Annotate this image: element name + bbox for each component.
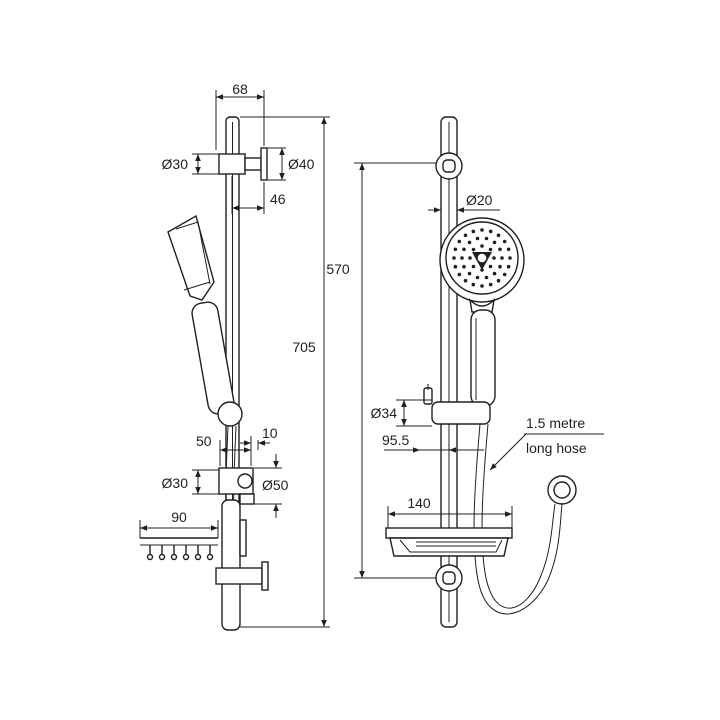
side-soap-dish <box>140 537 218 561</box>
dim-dia30-top: Ø30 <box>162 153 219 175</box>
dim-dia50: Ø50 <box>254 454 289 518</box>
label-hose-line2: long hose <box>526 440 587 456</box>
spray-nozzle <box>471 229 476 234</box>
hose-callout: 1.5 metre long hose <box>489 415 604 471</box>
dim-dia34: Ø34 <box>371 399 432 427</box>
label-68: 68 <box>232 81 248 97</box>
spray-nozzle <box>463 233 468 238</box>
spray-nozzle <box>488 229 493 234</box>
dim-50: 50 <box>196 433 252 466</box>
spray-nozzles <box>452 228 512 288</box>
spray-nozzle <box>467 271 472 276</box>
spray-nozzle <box>471 282 476 287</box>
side-view: 68 Ø30 Ø40 46 705 <box>139 81 330 631</box>
label-705: 705 <box>292 339 316 355</box>
spray-nozzle <box>492 240 497 245</box>
spray-nozzle <box>480 228 484 232</box>
spray-nozzle <box>453 264 458 269</box>
label-95-5: 95.5 <box>382 432 409 448</box>
label-dia40: Ø40 <box>288 156 315 172</box>
spray-nozzle <box>500 256 504 260</box>
front-bottom-bracket <box>435 564 463 592</box>
dim-68: 68 <box>215 81 265 150</box>
label-dia20: Ø20 <box>466 192 493 208</box>
front-soap-tray <box>385 527 513 557</box>
front-slider <box>423 384 491 425</box>
side-slider <box>218 467 255 505</box>
spray-nozzle <box>471 247 476 252</box>
spray-nozzle <box>467 240 472 245</box>
spray-nozzle <box>488 282 493 287</box>
spray-nozzle <box>457 272 462 277</box>
spray-nozzle <box>457 239 462 244</box>
side-lower-outlet <box>215 499 269 631</box>
label-90: 90 <box>171 509 187 525</box>
front-top-bracket <box>435 152 463 180</box>
label-50: 50 <box>196 433 212 449</box>
dim-570: 570 <box>326 162 436 579</box>
label-hose-line1: 1.5 metre <box>526 415 585 431</box>
label-dia30-lower: Ø30 <box>162 475 189 491</box>
front-hose <box>473 423 563 615</box>
spray-nozzle <box>498 247 502 252</box>
spray-nozzle <box>475 236 480 241</box>
dim-90: 90 <box>139 509 219 538</box>
side-handset <box>167 214 243 427</box>
spray-nozzle <box>484 275 489 280</box>
dim-dia40: Ø40 <box>267 147 315 181</box>
spray-nozzle <box>496 233 501 238</box>
dim-46: 46 <box>231 176 286 214</box>
spray-nozzle <box>462 247 466 252</box>
dim-140: 140 <box>387 495 513 528</box>
label-dia34: Ø34 <box>371 405 398 421</box>
spray-nozzle <box>492 271 497 276</box>
label-dia50: Ø50 <box>262 477 289 493</box>
front-handset <box>439 217 525 407</box>
spray-nozzle <box>488 264 493 269</box>
label-dia30-top: Ø30 <box>162 156 189 172</box>
spray-nozzle <box>475 275 480 280</box>
spray-nozzle <box>502 239 507 244</box>
dim-705: 705 <box>240 116 330 628</box>
front-wall-outlet <box>547 475 577 505</box>
spray-nozzle <box>508 256 512 260</box>
spray-nozzle <box>460 256 464 260</box>
spray-nozzle <box>498 264 502 269</box>
spray-nozzle <box>506 247 511 252</box>
spray-nozzle <box>468 256 472 260</box>
label-140: 140 <box>407 495 431 511</box>
spray-nozzle <box>463 278 468 283</box>
spray-nozzle <box>506 264 511 269</box>
label-10: 10 <box>262 425 278 441</box>
dim-95-5: 95.5 <box>382 432 484 453</box>
dim-10: 10 <box>240 425 278 450</box>
spray-nozzle <box>452 256 456 260</box>
spray-nozzle <box>462 264 466 269</box>
side-top-bracket <box>218 147 268 181</box>
spray-nozzle <box>471 264 476 269</box>
spray-nozzle <box>480 244 484 248</box>
label-46: 46 <box>270 191 286 207</box>
spray-nozzle <box>492 256 496 260</box>
spray-nozzle <box>502 272 507 277</box>
front-view: 570 Ø20 Ø34 95.5 1.5 metre long hose <box>326 116 604 628</box>
spray-nozzle <box>484 236 489 241</box>
spray-nozzle <box>496 278 501 283</box>
spray-nozzle <box>488 247 493 252</box>
dim-dia30-lower: Ø30 <box>162 469 219 495</box>
spray-nozzle <box>480 284 484 288</box>
spray-nozzle <box>453 247 458 252</box>
dim-dia20: Ø20 <box>428 192 500 213</box>
label-570: 570 <box>326 261 350 277</box>
